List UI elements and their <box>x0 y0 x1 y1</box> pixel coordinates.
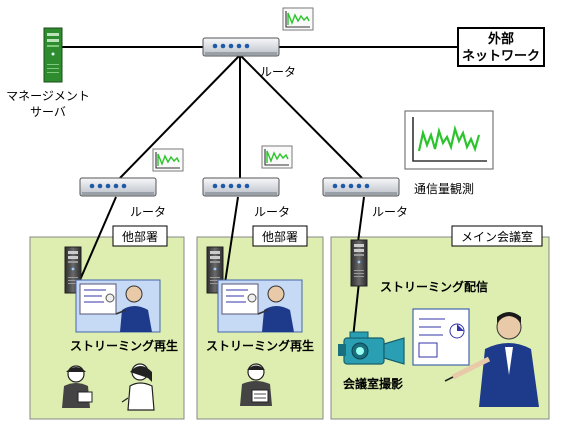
presenter-image <box>412 308 539 407</box>
camera-caption: 会議室撮影 <box>343 376 403 391</box>
room-left-caption: ストリーミング再生 <box>70 338 178 353</box>
room-left-title: 他部署 <box>122 229 158 244</box>
room-middle-title: 他部署 <box>262 229 298 244</box>
traffic-graph-icon-middle <box>261 145 293 169</box>
room-middle-title-box <box>252 225 308 247</box>
router-middle-label: ルータ <box>254 205 290 219</box>
middle-room-presentation-image <box>217 279 303 333</box>
middle-room-viewer-image <box>240 363 272 406</box>
router-top-label: ルータ <box>260 65 296 79</box>
room-main-title: メイン会議室 <box>461 229 533 244</box>
room-main-title-box <box>451 225 543 247</box>
traffic-monitoring-label: 通信量観測 <box>414 182 474 196</box>
external-network-line1: 外部 <box>487 31 514 47</box>
camera-icon <box>338 331 405 365</box>
router-right-label: ルータ <box>372 205 408 219</box>
router-left-label: ルータ <box>130 205 166 219</box>
traffic-graph-icon-left <box>152 148 184 172</box>
external-network-line2: ネットワーク <box>462 49 540 64</box>
streaming-distribution-caption: ストリーミング配信 <box>380 279 488 294</box>
left-room-presentation-image <box>75 279 161 333</box>
main-room-server-icon <box>350 239 368 287</box>
room-middle-caption: ストリーミング再生 <box>206 338 314 353</box>
router-top <box>202 37 280 57</box>
traffic-graph-icon-top <box>282 7 314 31</box>
traffic-graph-large-icon <box>404 110 494 170</box>
router-middle <box>202 177 280 197</box>
router-right <box>322 177 400 197</box>
room-left-title-box <box>112 225 168 247</box>
external-network-box <box>457 27 545 67</box>
management-server-label-line1: マネージメント <box>6 89 90 103</box>
left-room-viewers-image <box>62 363 155 411</box>
management-server-label-line2: サーバ <box>30 105 66 119</box>
router-left <box>79 177 157 197</box>
management-server-icon <box>43 27 63 83</box>
